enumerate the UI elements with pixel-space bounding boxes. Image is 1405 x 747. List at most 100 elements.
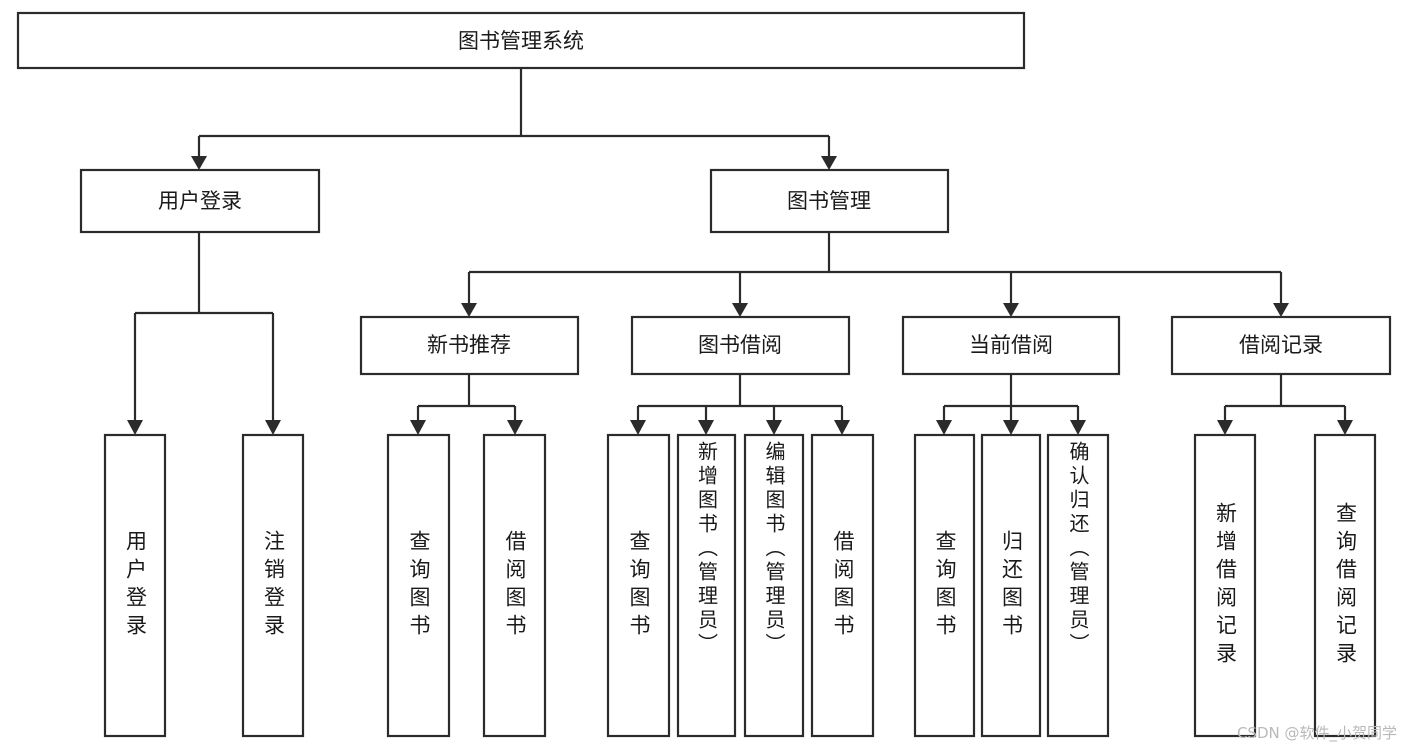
node-leaf-query-book-1-label: 查询图书 xyxy=(407,529,431,642)
node-root-system-box[interactable] xyxy=(16,11,1026,70)
node-leaf-borrow-book-2-textwrap: 借阅图书 xyxy=(831,529,855,642)
connector-group-current-borrow-children xyxy=(936,374,1086,435)
node-book-borrow-label: 图书借阅 xyxy=(698,333,782,357)
node-leaf-query-book-1-textwrap: 查询图书 xyxy=(407,529,431,642)
node-new-book-recommend[interactable]: 新书推荐 xyxy=(359,315,580,376)
arrow-head-leaf-borrow-book-1 xyxy=(507,420,523,435)
node-leaf-add-record[interactable]: 新增借阅记录 xyxy=(1193,433,1257,738)
node-leaf-query-book-2-textwrap: 查询图书 xyxy=(627,529,651,642)
node-leaf-query-book-3-textwrap: 查询图书 xyxy=(933,529,957,642)
node-leaf-borrow-book-1-textwrap: 借阅图书 xyxy=(503,529,527,642)
node-leaf-edit-book-textwrap: 编辑图书（管理员） xyxy=(762,441,786,657)
node-leaf-query-book-2-label: 查询图书 xyxy=(627,529,651,642)
node-leaf-add-book-textwrap: 新增图书（管理员） xyxy=(694,441,719,657)
node-leaf-logout-login-label: 注销登录 xyxy=(261,529,286,642)
csdn-watermark: CSDN @软件_小贺同学 xyxy=(1236,724,1397,742)
arrow-head-leaf-query-book-1 xyxy=(410,420,426,435)
arrow-head-leaf-return-book xyxy=(1003,420,1019,435)
node-leaf-borrow-book-1-label: 借阅图书 xyxy=(503,529,527,642)
node-leaf-confirm-return-textwrap: 确认归还（管理员） xyxy=(1066,441,1090,657)
connector-group-new-book-recommend-children xyxy=(410,374,523,435)
node-borrow-record-box[interactable] xyxy=(1170,315,1392,376)
node-root-system-label: 图书管理系统 xyxy=(458,29,584,53)
node-leaf-query-book-2[interactable]: 查询图书 xyxy=(606,433,671,738)
node-leaf-confirm-return-box[interactable] xyxy=(1046,433,1110,738)
node-leaf-confirm-return-label: 确认归还（管理员） xyxy=(1066,441,1090,657)
node-leaf-borrow-book-1-box[interactable] xyxy=(482,433,547,738)
node-leaf-add-book-label: 新增图书（管理员） xyxy=(694,441,719,657)
arrow-head-leaf-edit-book xyxy=(766,420,782,435)
node-leaf-borrow-book-2-box[interactable] xyxy=(810,433,875,738)
node-user-login[interactable]: 用户登录 xyxy=(79,168,321,234)
node-leaf-borrow-book-2-label: 借阅图书 xyxy=(831,529,855,642)
arrow-head-leaf-query-book-3 xyxy=(936,420,952,435)
arrow-head-new-book-recommend xyxy=(461,303,477,317)
arrow-head-book-borrow xyxy=(732,303,748,317)
arrow-head-leaf-confirm-return xyxy=(1070,420,1086,435)
node-leaf-query-record[interactable]: 查询借阅记录 xyxy=(1313,433,1377,738)
connector-group-borrow-record-children xyxy=(1217,374,1353,435)
node-leaf-confirm-return[interactable]: 确认归还（管理员） xyxy=(1046,433,1110,738)
node-leaf-add-record-textwrap: 新增借阅记录 xyxy=(1213,501,1238,670)
node-leaf-return-book[interactable]: 归还图书 xyxy=(980,433,1042,738)
node-leaf-edit-book-box[interactable] xyxy=(743,433,805,738)
node-leaf-return-book-box[interactable] xyxy=(980,433,1042,738)
node-leaf-borrow-book-1[interactable]: 借阅图书 xyxy=(482,433,547,738)
arrow-head-leaf-add-record xyxy=(1217,420,1233,435)
node-new-book-recommend-box[interactable] xyxy=(359,315,580,376)
arrow-head-user-login xyxy=(191,156,207,170)
node-leaf-add-record-label: 新增借阅记录 xyxy=(1213,501,1238,670)
node-leaf-return-book-label: 归还图书 xyxy=(999,529,1024,642)
connector-group-book-borrow-children xyxy=(630,374,850,435)
arrow-head-leaf-query-record xyxy=(1337,420,1353,435)
node-user-login-label: 用户登录 xyxy=(158,189,242,213)
node-book-borrow-box[interactable] xyxy=(630,315,851,376)
node-root-system[interactable]: 图书管理系统 xyxy=(16,11,1026,70)
node-leaf-return-book-textwrap: 归还图书 xyxy=(999,529,1024,642)
arrow-head-leaf-user-login xyxy=(127,420,143,435)
arrow-head-leaf-logout-login xyxy=(265,420,281,435)
node-leaf-query-book-3[interactable]: 查询图书 xyxy=(913,433,976,738)
node-leaf-edit-book-label: 编辑图书（管理员） xyxy=(762,441,786,657)
node-book-management-label: 图书管理 xyxy=(787,189,871,213)
node-leaf-query-book-2-box[interactable] xyxy=(606,433,671,738)
arrow-head-leaf-borrow-book-2 xyxy=(834,420,850,435)
node-leaf-query-record-box[interactable] xyxy=(1313,433,1377,738)
node-leaf-query-record-label: 查询借阅记录 xyxy=(1333,501,1358,670)
node-leaf-borrow-book-2[interactable]: 借阅图书 xyxy=(810,433,875,738)
node-book-management-box[interactable] xyxy=(709,168,950,234)
node-book-management[interactable]: 图书管理 xyxy=(709,168,950,234)
connector-group-root-to-level1 xyxy=(191,68,837,170)
arrow-head-book-management xyxy=(821,156,837,170)
arrow-head-current-borrow xyxy=(1003,303,1019,317)
node-leaf-edit-book[interactable]: 编辑图书（管理员） xyxy=(743,433,805,738)
node-leaf-query-book-3-box[interactable] xyxy=(913,433,976,738)
node-leaf-logout-login[interactable]: 注销登录 xyxy=(241,433,305,738)
node-borrow-record-label: 借阅记录 xyxy=(1239,333,1323,357)
node-current-borrow-label: 当前借阅 xyxy=(969,333,1053,357)
node-leaf-user-login-label: 用户登录 xyxy=(123,529,148,642)
node-leaf-add-book-box[interactable] xyxy=(676,433,737,738)
node-leaf-logout-login-box[interactable] xyxy=(241,433,305,738)
connector-group-user-login-children xyxy=(127,232,281,435)
node-leaf-user-login-box[interactable] xyxy=(103,433,167,738)
node-borrow-record[interactable]: 借阅记录 xyxy=(1170,315,1392,376)
arrow-head-leaf-add-book xyxy=(698,420,714,435)
arrow-head-borrow-record xyxy=(1273,303,1289,317)
node-leaf-add-book[interactable]: 新增图书（管理员） xyxy=(676,433,737,738)
node-leaf-query-book-3-label: 查询图书 xyxy=(933,529,957,642)
node-current-borrow-box[interactable] xyxy=(901,315,1121,376)
node-leaf-user-login-textwrap: 用户登录 xyxy=(123,529,148,642)
node-user-login-box[interactable] xyxy=(79,168,321,234)
arrow-head-leaf-query-book-2 xyxy=(630,420,646,435)
node-leaf-query-book-1[interactable]: 查询图书 xyxy=(386,433,451,738)
node-leaf-add-record-box[interactable] xyxy=(1193,433,1257,738)
node-leaf-query-record-textwrap: 查询借阅记录 xyxy=(1333,501,1358,670)
node-leaf-user-login[interactable]: 用户登录 xyxy=(103,433,167,738)
node-new-book-recommend-label: 新书推荐 xyxy=(427,333,511,357)
node-current-borrow[interactable]: 当前借阅 xyxy=(901,315,1121,376)
node-book-borrow[interactable]: 图书借阅 xyxy=(630,315,851,376)
node-leaf-query-book-1-box[interactable] xyxy=(386,433,451,738)
